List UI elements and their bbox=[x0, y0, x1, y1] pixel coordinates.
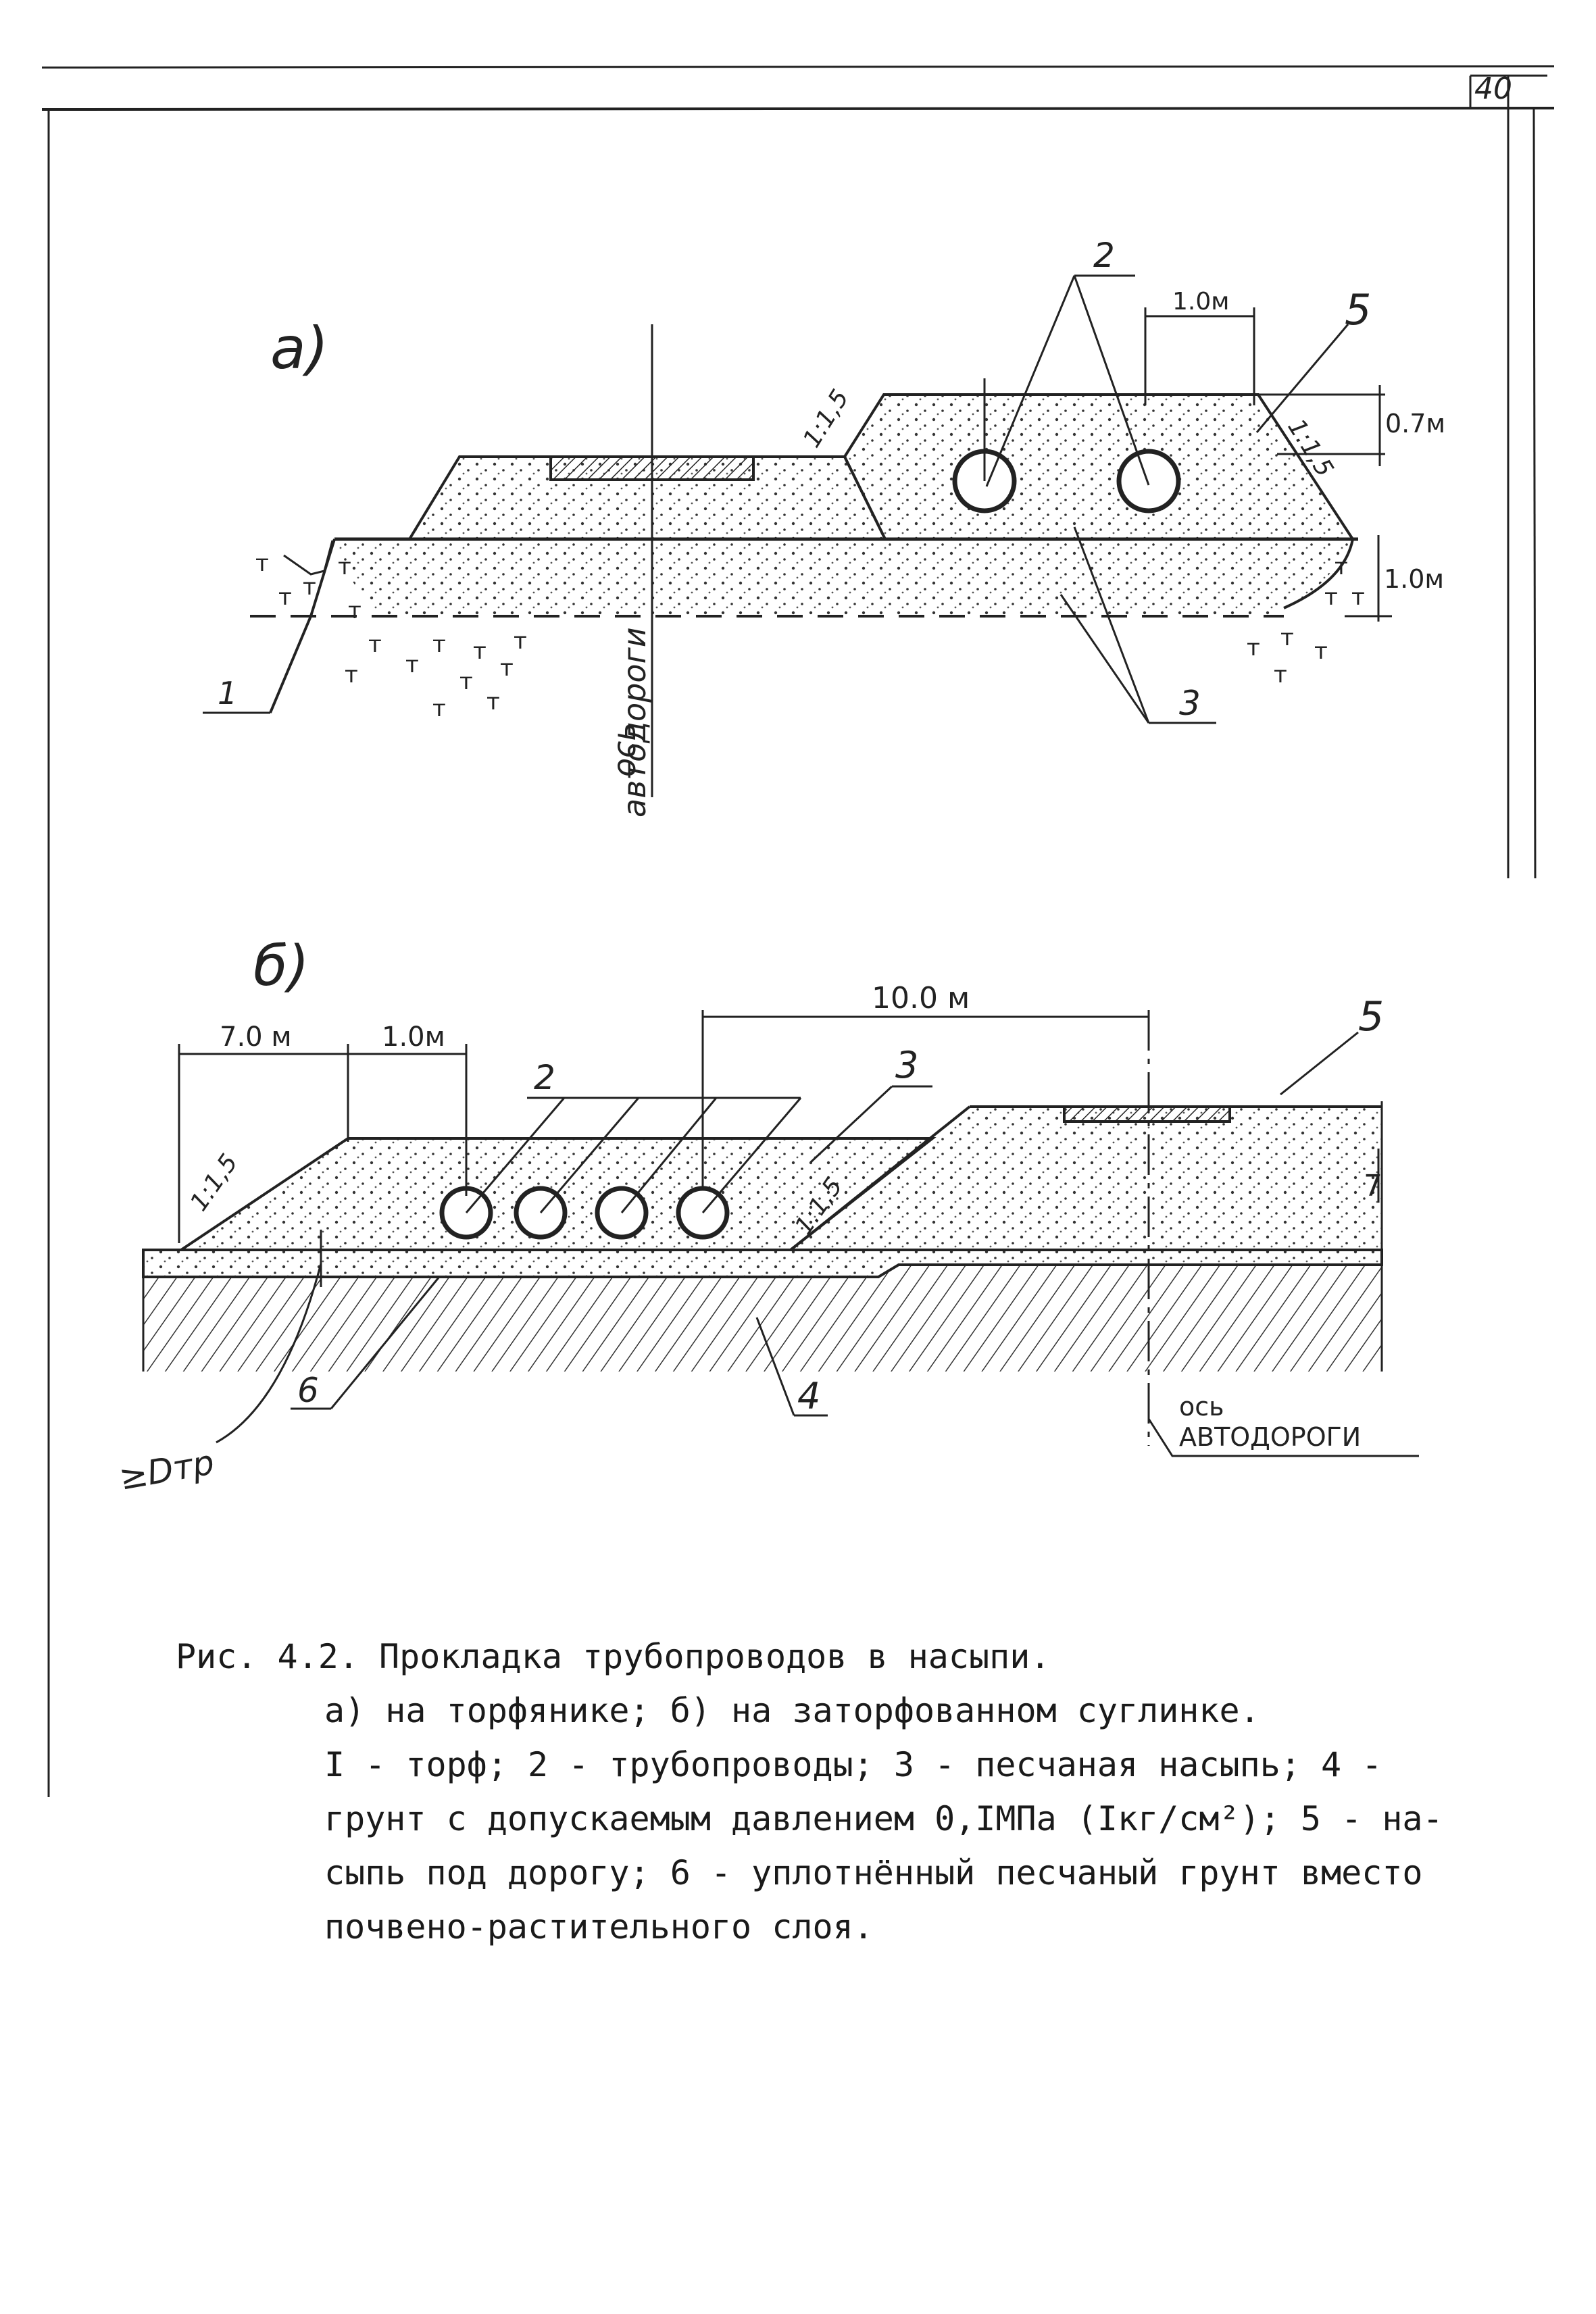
callout-5-b: 5 bbox=[1358, 993, 1384, 1040]
dim-top-width: 1.0м bbox=[1172, 288, 1229, 316]
axis-label-a-1: ось bbox=[606, 722, 643, 777]
diagram-b-label: б) bbox=[253, 934, 309, 999]
caption-line-3: I - торф; 2 - трубопроводы; 3 - песчаная… bbox=[324, 1745, 1382, 1784]
road-embankment-b bbox=[791, 1107, 1382, 1250]
svg-text:т: т bbox=[255, 550, 269, 577]
callout-7-b: 7 bbox=[1364, 1169, 1382, 1203]
diagram-a-label: а) bbox=[270, 315, 328, 382]
axis-label-b-1: ось bbox=[1179, 1392, 1224, 1422]
dim-top-height: 0.7м bbox=[1385, 409, 1445, 438]
callout-3-b: 3 bbox=[895, 1044, 918, 1086]
callout-3: 3 bbox=[1179, 684, 1201, 723]
dim-layer-height: 1.0м bbox=[1384, 564, 1444, 594]
axis-label-a-2: автодороги bbox=[616, 627, 653, 818]
caption-line-4: грунт с допускаемым давлением 0,IМПа (Iк… bbox=[324, 1799, 1443, 1838]
diagram-b bbox=[142, 1010, 1419, 1457]
slope-left-b: 1:1,5 bbox=[185, 1149, 244, 1216]
caption-line-6: почвено-растительного слоя. bbox=[324, 1907, 874, 1946]
svg-text:т: т bbox=[514, 628, 527, 655]
svg-text:т: т bbox=[473, 638, 487, 665]
caption-line-5: сыпь под дорогу; 6 - уплотнённый песчаны… bbox=[324, 1853, 1423, 1892]
svg-text:т: т bbox=[348, 597, 361, 624]
svg-text:т: т bbox=[345, 661, 358, 688]
caption-line-2: а) на торфянике; б) на заторфованном суг… bbox=[324, 1691, 1260, 1730]
slope-left-a: 1:1,5 bbox=[798, 385, 855, 453]
svg-text:т: т bbox=[487, 688, 500, 715]
sand-layer-a bbox=[334, 539, 1353, 616]
svg-text:т: т bbox=[1351, 584, 1365, 611]
svg-text:т: т bbox=[338, 553, 351, 580]
soil-layer-4 bbox=[143, 1265, 1382, 1372]
svg-text:т: т bbox=[1335, 553, 1348, 580]
svg-text:т: т bbox=[432, 695, 446, 722]
svg-text:т: т bbox=[432, 631, 446, 658]
callout-1: 1 bbox=[218, 675, 237, 711]
page-frame bbox=[41, 65, 1555, 1797]
pipe-icon bbox=[1116, 449, 1181, 513]
dim-pipe-offset: 1.0м bbox=[382, 1022, 445, 1053]
callout-4-b: 4 bbox=[797, 1375, 820, 1417]
svg-text:т: т bbox=[1280, 624, 1294, 651]
dim-left-offset: 7.0 м bbox=[220, 1022, 292, 1053]
pipe-diameter-label: ≥Dтр bbox=[116, 1442, 217, 1498]
svg-text:т: т bbox=[459, 668, 473, 695]
dim-to-axis: 10.0 м bbox=[872, 981, 970, 1015]
svg-text:т: т bbox=[303, 574, 316, 601]
svg-text:т: т bbox=[500, 655, 514, 682]
svg-text:т: т bbox=[278, 584, 292, 611]
caption-line-1: Рис. 4.2. Прокладка трубопроводов в насы… bbox=[176, 1637, 1051, 1676]
svg-text:т: т bbox=[1324, 584, 1338, 611]
callout-2-b: 2 bbox=[534, 1058, 555, 1097]
pipe-embankment-a bbox=[843, 393, 1355, 540]
callout-5: 5 bbox=[1345, 285, 1371, 334]
callout-6-b: 6 bbox=[297, 1371, 319, 1410]
svg-text:т: т bbox=[1247, 634, 1260, 661]
page-number: 40 bbox=[1474, 72, 1512, 106]
svg-text:т: т bbox=[368, 631, 382, 658]
svg-text:т: т bbox=[1274, 661, 1287, 688]
axis-label-b-2: АВТОДОРОГИ bbox=[1179, 1422, 1361, 1452]
road-pavement-b bbox=[1063, 1105, 1231, 1123]
svg-text:т: т bbox=[405, 651, 419, 678]
callout-2: 2 bbox=[1093, 236, 1115, 275]
svg-text:т: т bbox=[1314, 638, 1328, 665]
